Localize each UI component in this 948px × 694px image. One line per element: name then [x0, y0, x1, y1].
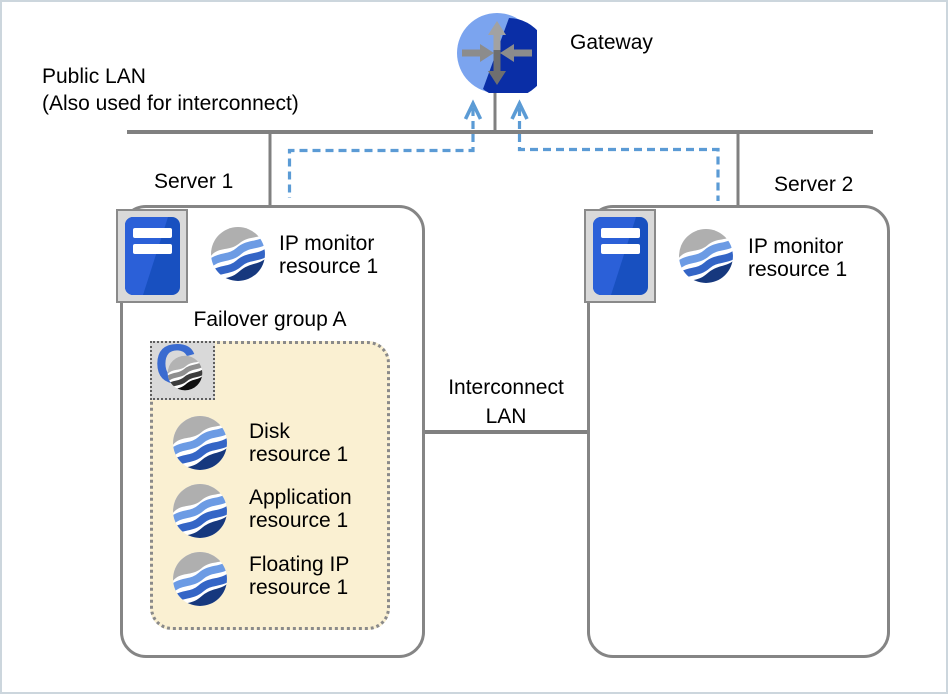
ping-arrowhead-right	[510, 99, 529, 120]
ip-monitor-resource-label-server2: IP monitor resource 1	[748, 235, 847, 281]
server1-icon	[116, 209, 188, 303]
ip-monitor-line2: resource 1	[748, 258, 848, 281]
disk-resource-icon	[172, 415, 228, 471]
application-resource-icon	[172, 483, 228, 539]
resource-line2: resource 1	[249, 509, 349, 532]
ip-monitor-line2: resource 1	[279, 255, 379, 278]
failover-group-label: Failover group A	[193, 308, 347, 331]
ip-monitor-line1: IP monitor	[279, 232, 375, 255]
group-wave-sphere-icon	[167, 355, 203, 391]
server1-label: Server 1	[154, 170, 234, 193]
gateway-label: Gateway	[570, 31, 653, 54]
resource-line2: resource 1	[249, 576, 349, 599]
ip-monitor-resource-label-server1: IP monitor resource 1	[279, 232, 378, 278]
server2-label: Server 2	[774, 173, 854, 196]
router-right-arrow	[462, 44, 494, 62]
application-resource-label: Application resource 1	[249, 486, 352, 532]
router-left-arrow	[500, 44, 532, 62]
ping-arrowhead-left	[463, 99, 483, 120]
interconnect-label-line1: Interconnect	[448, 376, 564, 399]
ip-monitor-line1: IP monitor	[748, 235, 844, 258]
router-up-arrow	[488, 21, 506, 56]
ip-monitor-resource-icon-server1	[210, 226, 266, 282]
router-down-arrow	[488, 50, 506, 85]
public-lan-label-line1: Public LAN	[42, 65, 146, 88]
ping-path-server1	[287, 108, 475, 198]
server2-box	[587, 205, 890, 658]
floating-ip-resource-label: Floating IP resource 1	[249, 553, 349, 599]
public-lan-label-line2: (Also used for interconnect)	[42, 92, 299, 115]
server2-icon	[584, 209, 656, 303]
server-tower-icon	[593, 217, 648, 295]
resource-line2: resource 1	[249, 443, 349, 466]
disk-resource-label: Disk resource 1	[249, 420, 348, 466]
failover-group-icon: G	[150, 341, 215, 400]
resource-line1: Application	[249, 486, 352, 509]
resource-line1: Disk	[249, 420, 290, 443]
ip-monitor-resource-icon-server2	[678, 228, 734, 284]
interconnect-lan-label: Interconnect LAN	[432, 373, 580, 431]
ping-path-server2	[517, 108, 720, 201]
interconnect-label-line2: LAN	[485, 405, 527, 428]
gateway-icon	[457, 13, 537, 93]
resource-line1: Floating IP	[249, 553, 350, 576]
floating-ip-resource-icon	[172, 551, 228, 607]
server-tower-icon	[125, 217, 180, 295]
public-lan-label: Public LAN (Also used for interconnect)	[42, 63, 299, 117]
